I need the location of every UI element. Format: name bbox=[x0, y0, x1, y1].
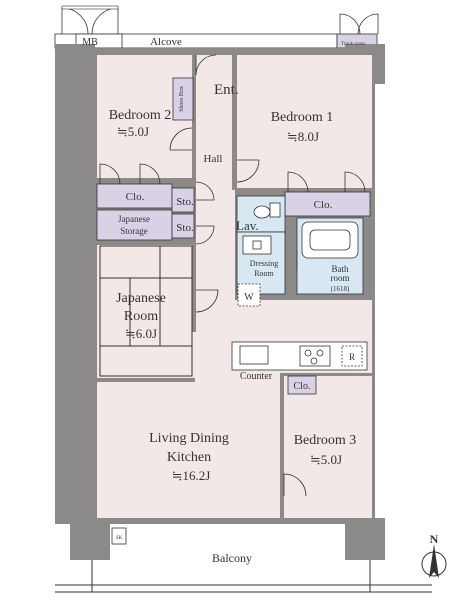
balcony-label: Balcony bbox=[212, 551, 252, 565]
bedroom-3-closet bbox=[287, 375, 317, 395]
hall-label: Hall bbox=[204, 153, 223, 165]
sink-icon bbox=[239, 345, 269, 365]
storage-2 bbox=[171, 213, 195, 239]
bedroom-3-name: Bedroom 3 bbox=[294, 433, 357, 448]
bedroom-1-size: ≒8.0J bbox=[287, 129, 319, 144]
japanese-room-name-2: Room bbox=[124, 309, 158, 324]
column-nw bbox=[55, 44, 95, 84]
dressing-room-label-2: Room bbox=[254, 269, 274, 278]
interior-walls bbox=[97, 55, 374, 518]
kitchen-counter bbox=[231, 341, 368, 371]
lavatory-label: Lav. bbox=[236, 218, 259, 233]
column-se bbox=[345, 518, 385, 560]
bedroom-1-area bbox=[237, 55, 372, 190]
entrance-door[interactable] bbox=[195, 54, 217, 76]
bedroom-2-size: ≒5.0J bbox=[117, 124, 149, 139]
shoes-box-label: Shoes Box bbox=[179, 86, 185, 112]
sk-label: SK bbox=[116, 536, 123, 541]
bedroom-1-name: Bedroom 1 bbox=[271, 110, 334, 125]
trunk-room-label: Trunk room bbox=[341, 42, 365, 47]
bedroom-3-closet-label: Clo. bbox=[294, 381, 311, 392]
storage-1 bbox=[171, 187, 195, 213]
japanese-storage bbox=[96, 209, 173, 241]
bedroom-3-area bbox=[282, 375, 372, 518]
counter-label: Counter bbox=[240, 371, 273, 382]
bedroom-2-closet bbox=[96, 183, 173, 209]
refrigerator-label: R bbox=[349, 352, 355, 362]
bedroom-2-name: Bedroom 2 bbox=[109, 108, 172, 123]
washer-space bbox=[237, 283, 261, 307]
refrigerator-space bbox=[341, 345, 363, 367]
dressing-room-label-1: Dressing bbox=[250, 259, 278, 268]
ldk-size: ≒16.2J bbox=[172, 468, 211, 483]
japanese-room-name-1: Japanese bbox=[116, 291, 166, 306]
japanese-storage-label-2: Storage bbox=[120, 226, 148, 236]
mb-label: MB bbox=[82, 37, 98, 48]
bath-size-label: (1618) bbox=[331, 285, 350, 293]
alcove-label: Alcove bbox=[150, 36, 182, 48]
balcony bbox=[55, 518, 432, 593]
toilet-icon bbox=[253, 205, 271, 219]
storage-2-label: Sto. bbox=[176, 222, 194, 234]
bedroom-1-closet-label: Clo. bbox=[314, 199, 333, 211]
tatami-mats bbox=[99, 245, 193, 377]
bathroom-label-1: Bath bbox=[332, 264, 349, 274]
bedroom-1-closet bbox=[284, 191, 371, 217]
japanese-room-size: ≒6.0J bbox=[125, 326, 157, 341]
north-arrow-icon bbox=[421, 544, 447, 578]
bedroom-2-closet-label: Clo. bbox=[126, 191, 145, 203]
ldk-name-1: Living Dining bbox=[149, 431, 229, 446]
bedroom-3-size: ≒5.0J bbox=[310, 452, 342, 467]
shoes-box bbox=[172, 77, 194, 121]
bedroom-3-door[interactable] bbox=[283, 473, 307, 497]
storage-1-label: Sto. bbox=[176, 196, 194, 208]
ldk-name-2: Kitchen bbox=[167, 450, 211, 465]
north-label: N bbox=[430, 532, 439, 546]
alcove-strip bbox=[54, 5, 379, 49]
japanese-room-door[interactable] bbox=[195, 289, 219, 313]
bedroom-1-door[interactable] bbox=[236, 159, 260, 183]
washer-label: W bbox=[244, 292, 254, 303]
bedroom-2-door[interactable] bbox=[169, 127, 193, 151]
bathroom-label-2: room bbox=[331, 273, 350, 283]
japanese-storage-label-1: Japanese bbox=[118, 214, 150, 224]
column-sw bbox=[70, 518, 110, 560]
entrance-label: Ent. bbox=[214, 82, 239, 98]
